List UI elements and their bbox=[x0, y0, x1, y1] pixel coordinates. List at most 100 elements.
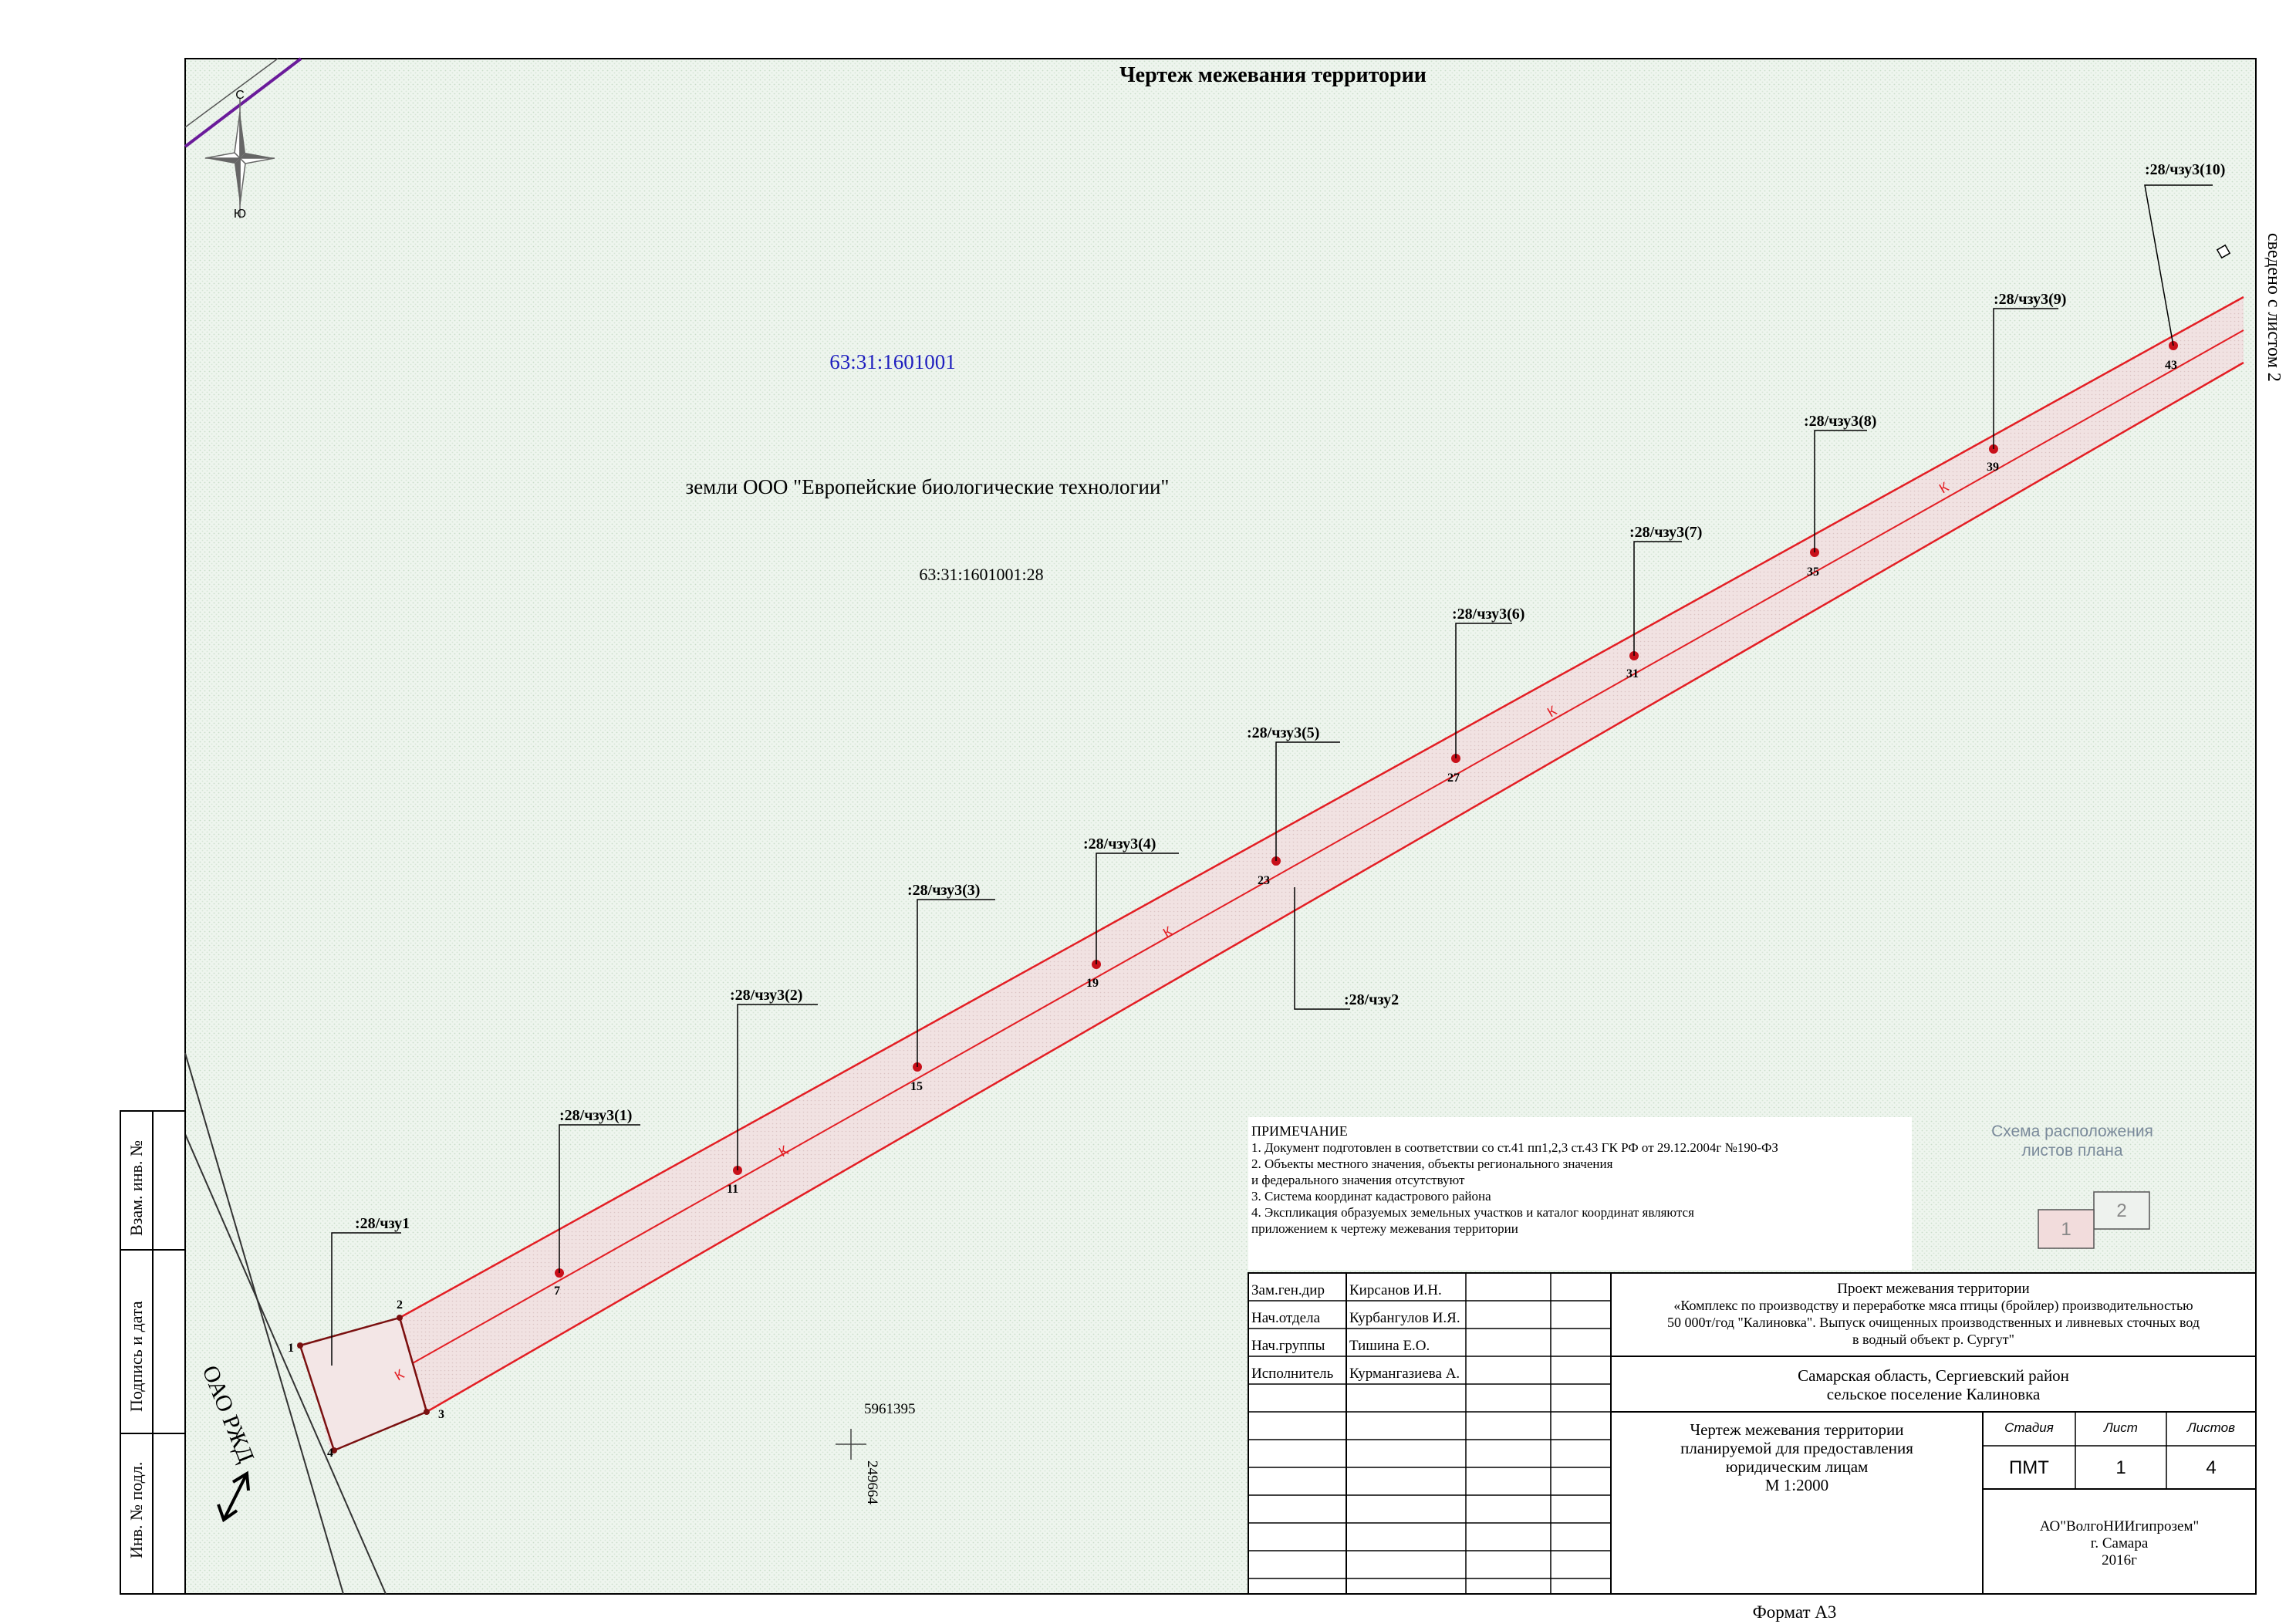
callout-label: :28/чзу3(10) bbox=[2145, 161, 2225, 178]
location-line: Самарская область, Сергиевский район bbox=[1798, 1366, 2069, 1385]
project-line: в водный объект р. Сургут" bbox=[1852, 1332, 2014, 1347]
stage-header: Стадия bbox=[2004, 1420, 2054, 1435]
scheme-title-1: Схема расположения bbox=[1991, 1123, 2153, 1140]
drawing-line: М 1:2000 bbox=[1765, 1476, 1828, 1494]
note-heading: ПРИМЕЧАНИЕ bbox=[1251, 1123, 1348, 1139]
survey-point: 3 bbox=[424, 1408, 444, 1421]
note-line: и федерального значения отсутствуют bbox=[1251, 1173, 1465, 1187]
callout-label: :28/чзу1 bbox=[355, 1215, 410, 1232]
callout-label: :28/чзу3(7) bbox=[1629, 524, 1702, 541]
project-line: 50 000т/год "Калиновка". Выпуск очищенны… bbox=[1667, 1315, 2200, 1330]
sheets-header: Листов bbox=[2186, 1420, 2235, 1435]
left-margin-stamp bbox=[120, 1110, 186, 1595]
survey-points: 1 2 3 4 7 11 15 19 bbox=[288, 341, 2178, 1460]
compass-south-label: Ю bbox=[234, 208, 246, 221]
grid-cross bbox=[836, 1429, 866, 1460]
note-line: 1. Документ подготовлен в соответствии с… bbox=[1251, 1140, 1778, 1155]
stamp-name: Кирсанов И.Н. bbox=[1349, 1282, 1442, 1298]
stamp-project: Проект межевания территории «Комплекс по… bbox=[1667, 1281, 2200, 1347]
stamp-role: Исполнитель bbox=[1251, 1366, 1334, 1382]
callout-label: :28/чзу3(3) bbox=[907, 882, 980, 899]
point-number: 11 bbox=[727, 1183, 738, 1196]
drawing-line: Чертеж межевания территории bbox=[1690, 1420, 1903, 1439]
org-line: АО"ВолгоНИИгипрозем" bbox=[2040, 1518, 2200, 1535]
survey-point: 1 bbox=[288, 1342, 303, 1355]
stamp-role: Нач.группы bbox=[1251, 1338, 1325, 1354]
callout-label: :28/чзу3(1) bbox=[559, 1107, 632, 1124]
point-number: 1 bbox=[288, 1342, 294, 1355]
callout-label: :28/чзу3(4) bbox=[1083, 836, 1156, 853]
stamp-role: Зам.ген.дир bbox=[1251, 1282, 1325, 1298]
stamp-organization: АО"ВолгоНИИгипрозем" г. Самара 2016г bbox=[2040, 1518, 2200, 1568]
stamp-name: Курмангазиева А. bbox=[1349, 1366, 1460, 1382]
sheet-header: Лист bbox=[2103, 1420, 2138, 1435]
project-line: «Комплекс по производству и переработке … bbox=[1673, 1298, 2193, 1314]
org-line: 2016г bbox=[2102, 1552, 2137, 1568]
double-arrow-icon bbox=[217, 1470, 250, 1523]
note-line: 2. Объекты местного значения, объекты ре… bbox=[1251, 1156, 1613, 1171]
grid-y-label: 249664 bbox=[864, 1460, 880, 1505]
railway-strip bbox=[184, 1052, 387, 1595]
parcel-number: 63:31:1601001:28 bbox=[919, 565, 1043, 584]
grid-x-label: 5961395 bbox=[864, 1401, 916, 1417]
callout-label: :28/чзу3(6) bbox=[1452, 606, 1524, 623]
point-number: 23 bbox=[1258, 874, 1270, 887]
sheet-link-note: сведено с листом 2 bbox=[2264, 233, 2284, 382]
drawing-line: планируемой для предоставления bbox=[1680, 1439, 1913, 1457]
stamp-name: Курбангулов И.Я. bbox=[1349, 1310, 1460, 1326]
scheme-title-2: листов плана bbox=[2021, 1142, 2122, 1160]
callout-label: :28/чзу3(8) bbox=[1804, 413, 1876, 430]
callout-labels: :28/чзу1 :28/чзу3(1) :28/чзу3(2) :28/чзу… bbox=[355, 161, 2225, 1232]
cadastral-quarter: 63:31:1601001 bbox=[829, 350, 956, 373]
note-panel bbox=[1248, 1117, 1912, 1270]
drawing-line: юридическим лицам bbox=[1726, 1457, 1869, 1476]
callout-label: :28/чзу3(9) bbox=[1994, 291, 2066, 308]
survey-point: 4 bbox=[327, 1447, 337, 1460]
sheet-value: 1 bbox=[2115, 1457, 2125, 1478]
scheme-sheet-1 bbox=[2038, 1209, 2095, 1249]
note-line: 3. Система координат кадастрового района bbox=[1251, 1189, 1491, 1204]
survey-point: 39 bbox=[1987, 444, 1999, 474]
point-number: 7 bbox=[554, 1285, 560, 1298]
point-number: 15 bbox=[910, 1080, 923, 1093]
scheme-sheet-2-label: 2 bbox=[2116, 1200, 2126, 1221]
drawing-title: Чертеж межевания территории bbox=[1119, 63, 1427, 87]
stamp-drawing-name: Чертеж межевания территории планируемой … bbox=[1680, 1420, 1913, 1494]
sheets-value: 4 bbox=[2206, 1457, 2216, 1478]
point-number: 35 bbox=[1807, 566, 1819, 579]
title-block bbox=[1248, 1272, 2257, 1595]
point-number: 19 bbox=[1086, 977, 1099, 990]
stamp-sheet-info: Стадия Лист Листов ПМТ 1 4 bbox=[2004, 1420, 2235, 1478]
stage-value: ПМТ bbox=[2009, 1457, 2049, 1478]
point-number: 27 bbox=[1447, 771, 1460, 785]
point-number: 31 bbox=[1626, 667, 1639, 680]
org-line: г. Самара bbox=[2091, 1535, 2149, 1551]
point-number: 2 bbox=[397, 1298, 403, 1312]
scheme-sheet-1-label: 1 bbox=[2061, 1219, 2071, 1240]
corner-boundary bbox=[184, 57, 302, 148]
point-number: 39 bbox=[1987, 461, 1999, 474]
point-number: 3 bbox=[438, 1408, 444, 1421]
point-number: 4 bbox=[327, 1447, 333, 1460]
callouts bbox=[331, 184, 2213, 1366]
compass-rose-icon bbox=[204, 98, 275, 218]
stamp-name: Тишина Е.О. bbox=[1349, 1338, 1430, 1354]
margin-podpis: Подпись и дата bbox=[127, 1301, 146, 1412]
point-number: 43 bbox=[2165, 359, 2177, 372]
sheet-junction-marker bbox=[2216, 244, 2231, 259]
stamp-role: Нач.отдела bbox=[1251, 1310, 1321, 1326]
project-line: Проект межевания территории bbox=[1837, 1281, 2029, 1297]
paper-format: Формат А3 bbox=[1753, 1602, 1837, 1622]
stamp-location: Самарская область, Сергиевский район сел… bbox=[1798, 1366, 2069, 1403]
note-line: 4. Экспликация образуемых земельных учас… bbox=[1251, 1205, 1694, 1220]
callout-label: :28/чзу2 bbox=[1344, 991, 1399, 1008]
stamp-roles: Зам.ген.дир Кирсанов И.Н. Нач.отдела Кур… bbox=[1251, 1282, 1460, 1382]
callout-label: :28/чзу3(2) bbox=[730, 987, 802, 1004]
note-line: приложением к чертежу межевания территор… bbox=[1251, 1221, 1518, 1236]
location-line: сельское поселение Калиновка bbox=[1827, 1385, 2041, 1403]
corridor-strip bbox=[305, 297, 2244, 1450]
margin-inv: Инв. № подл. bbox=[127, 1462, 146, 1558]
compass-north-label: С bbox=[235, 89, 245, 102]
land-owner: земли ООО "Европейские биологические тех… bbox=[686, 475, 1170, 498]
